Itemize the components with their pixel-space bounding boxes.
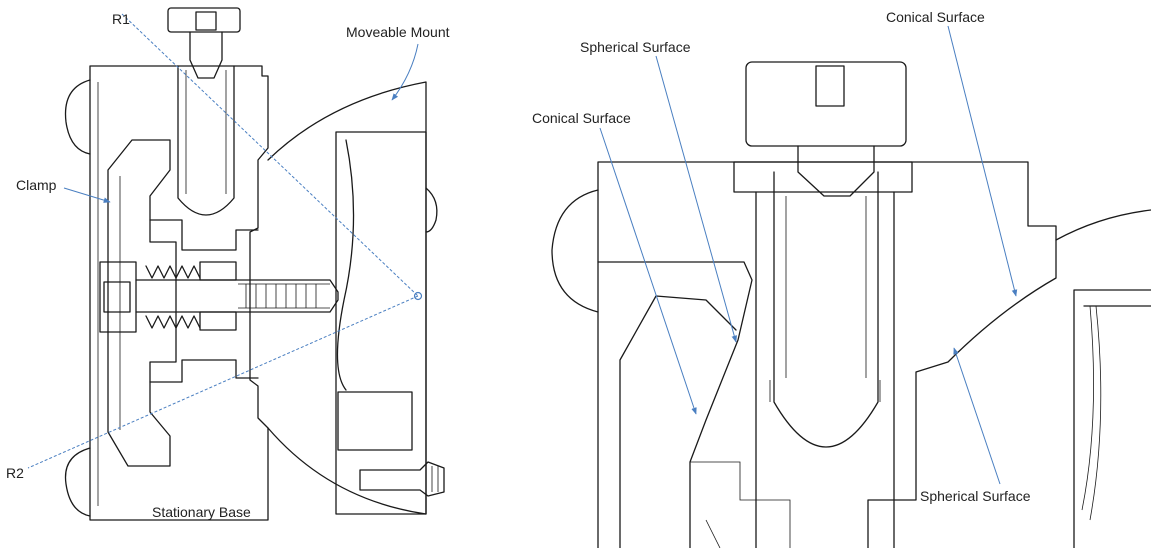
spherical-surface-bottom-right-leader [953, 347, 1001, 485]
r2-radius-line [27, 295, 419, 469]
mount-lower-pocket [337, 391, 413, 451]
top-knob-socket [195, 11, 217, 31]
mount-set-screw [359, 461, 445, 497]
right-detail-view [551, 25, 1151, 548]
upper-step [149, 219, 259, 251]
r1-radius-line [121, 13, 419, 297]
stationary-base-body [89, 65, 269, 521]
detail-bore-wall [769, 196, 881, 402]
clamp-body [107, 139, 177, 467]
detail-mount-arc [1055, 209, 1151, 241]
detail-inner-wall [755, 191, 895, 548]
clamp-leader [63, 187, 111, 203]
upper-spring [145, 265, 201, 279]
lower-step [149, 359, 259, 383]
sphere-center-marker [413, 291, 423, 301]
top-bore-wall [185, 70, 227, 194]
conical-surface-left-leader [599, 127, 697, 415]
detail-base-body [597, 161, 1057, 548]
label-moveable-mount: Moveable Mount [346, 24, 450, 40]
lower-spring [145, 315, 201, 329]
label-conical-surface-left: Conical Surface [532, 110, 631, 126]
left-section-view [27, 7, 445, 521]
conical-surface-top-right-leader [947, 25, 1018, 297]
upper-washer [199, 261, 237, 281]
detail-bore [773, 171, 879, 448]
top-bore [177, 65, 235, 216]
detail-knob-socket [815, 65, 845, 107]
lower-dome-button [64, 447, 91, 517]
detail-mount-block [1073, 289, 1151, 548]
detail-screw-shank [797, 145, 875, 197]
mount-right-nub [425, 187, 438, 233]
bolt-head-socket [103, 281, 131, 313]
bolt-head [99, 261, 137, 333]
detail-flex-spring [1081, 305, 1102, 521]
upper-dome-button [64, 79, 91, 155]
label-spherical-surface-top: Spherical Surface [580, 39, 691, 55]
detail-dome [551, 189, 599, 313]
label-r1: R1 [112, 11, 130, 27]
label-r2: R2 [6, 465, 24, 481]
spherical-surface-top-leader [655, 55, 737, 343]
bolt-thread [238, 283, 330, 309]
lower-washer [199, 311, 237, 331]
set-screw-thread [431, 466, 439, 492]
bolt-shaft [135, 279, 339, 313]
detail-clamp [597, 261, 753, 548]
top-screw-shank [189, 31, 223, 79]
label-stationary-base: Stationary Base [152, 504, 251, 520]
mount-flex-spring [336, 139, 355, 391]
mount-cavity [335, 131, 427, 515]
moveable-mount-leader [391, 43, 419, 101]
detail-knob [745, 61, 907, 147]
label-spherical-surface-bottom-right: Spherical Surface [920, 488, 1031, 504]
label-clamp: Clamp [16, 177, 57, 193]
detail-clamp-inner [619, 295, 737, 548]
detail-lower-step [690, 461, 791, 548]
label-conical-surface-top-right: Conical Surface [886, 9, 985, 25]
top-knob [167, 7, 241, 33]
detail-top-recess [733, 161, 913, 193]
